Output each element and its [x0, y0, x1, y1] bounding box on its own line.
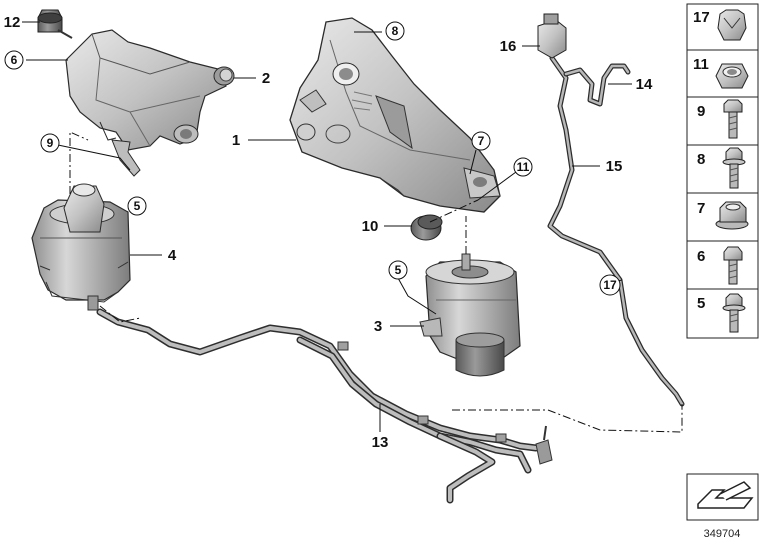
circled-callout-5-left: 5: [127, 196, 147, 216]
rubber-stop: [410, 214, 443, 241]
legend-row-7: 7: [697, 200, 749, 230]
circled-callouts: 6 8 9 5 7 11 5 17: [4, 21, 621, 296]
front-direction-arrow-icon: [697, 481, 754, 509]
legend-row-17: 17: [693, 9, 747, 41]
clip-nut-icon: [717, 9, 747, 41]
legend-row-5: 5: [697, 293, 746, 333]
engine-mount-left: [31, 183, 131, 311]
legend-row-6: 6: [697, 246, 743, 285]
callout-4: 4: [168, 247, 177, 264]
circled-callout-11: 11: [513, 157, 533, 177]
svg-text:11: 11: [693, 56, 709, 73]
svg-text:17: 17: [603, 278, 617, 292]
svg-text:6: 6: [697, 248, 705, 265]
svg-text:7: 7: [478, 134, 485, 148]
hex-bolt-icon: [723, 246, 743, 285]
legend-row-9: 9: [697, 99, 743, 139]
callout-2: 2: [262, 70, 270, 87]
svg-text:17: 17: [693, 9, 710, 26]
flange-bolt-icon: [722, 147, 746, 189]
legend-row-11: 11: [693, 56, 749, 89]
circled-callout-17: 17: [599, 274, 621, 296]
hex-bolt-icon: [723, 99, 743, 139]
callout-13: 13: [372, 434, 389, 451]
wiring-harness: [537, 13, 685, 407]
svg-text:7: 7: [697, 200, 705, 217]
svg-text:6: 6: [11, 53, 18, 67]
flange-nut-icon: [715, 201, 749, 230]
svg-text:5: 5: [134, 199, 141, 213]
assembly-leader-lines: [69, 131, 683, 433]
svg-text:11: 11: [517, 160, 530, 174]
callout-16: 16: [500, 38, 517, 55]
part-callouts: 1 2 3 4 10 12 13 14 15 16: [4, 14, 653, 451]
callout-1: 1: [232, 132, 240, 149]
callout-12: 12: [4, 14, 21, 31]
engine-mount-right: [419, 253, 521, 377]
document-number: 349704: [704, 528, 741, 540]
vacuum-line: [96, 308, 553, 504]
circled-callout-6: 6: [4, 50, 24, 70]
svg-text:5: 5: [395, 263, 402, 277]
circled-callout-7: 7: [471, 131, 491, 151]
engine-support-bracket: [65, 29, 235, 177]
callout-14: 14: [636, 76, 653, 93]
svg-text:8: 8: [392, 24, 399, 38]
hex-nut-icon: [715, 63, 749, 89]
circled-callout-9: 9: [40, 133, 60, 153]
callout-10: 10: [362, 218, 379, 235]
circled-callout-5-right: 5: [388, 260, 408, 280]
rubber-buffer: [37, 9, 73, 39]
flange-bolt-icon: [722, 293, 746, 333]
circled-callout-8: 8: [385, 21, 405, 41]
svg-text:5: 5: [697, 295, 705, 312]
callout-3: 3: [374, 318, 382, 335]
svg-text:8: 8: [697, 151, 705, 168]
front-direction-box: [686, 473, 759, 521]
engine-bracket-main: [289, 17, 501, 213]
svg-text:9: 9: [47, 136, 54, 150]
fastener-legend: 17 11 9 8: [686, 3, 759, 339]
legend-row-8: 8: [697, 147, 746, 189]
svg-text:9: 9: [697, 103, 705, 120]
callout-15: 15: [606, 158, 623, 175]
